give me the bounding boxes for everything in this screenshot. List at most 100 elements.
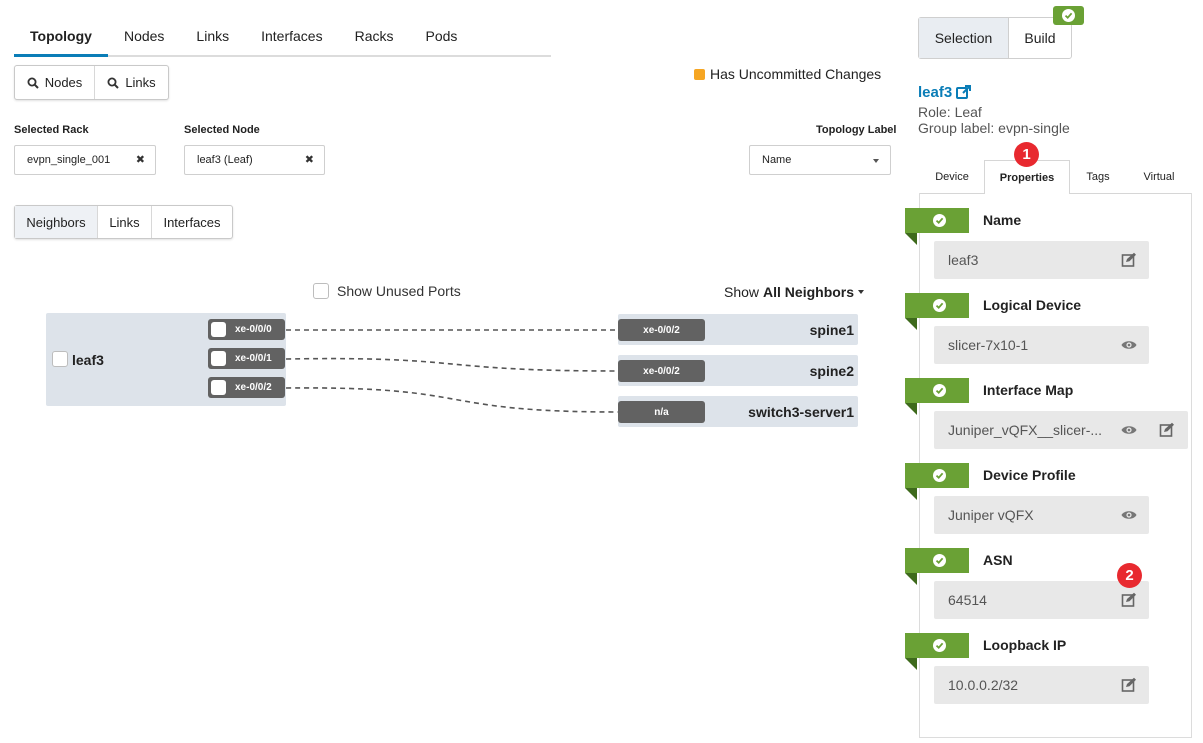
edit-icon[interactable] (1121, 252, 1137, 268)
clear-rack-icon[interactable]: ✖ (135, 154, 145, 166)
port-checkbox[interactable] (211, 351, 226, 366)
property-status-tag (905, 208, 969, 245)
device-role: Role: Leaf (918, 104, 982, 120)
neighbor-port[interactable]: xe-0/0/2 (618, 360, 705, 382)
build-status-badge (1053, 6, 1084, 25)
show-unused-ports-checkbox[interactable] (313, 283, 329, 299)
neighbor-row[interactable]: n/a switch3-server1 (618, 396, 858, 427)
property-value: Juniper_vQFX__slicer-... (934, 411, 1188, 449)
port-label: xe-0/0/0 (235, 324, 272, 335)
neighbor-row[interactable]: xe-0/0/2 spine2 (618, 355, 858, 386)
property-label: Logical Device (983, 297, 1082, 313)
property-label: Loopback IP (983, 637, 1067, 653)
port-label: xe-0/0/2 (235, 382, 272, 393)
tab-tags[interactable]: Tags (1070, 160, 1126, 194)
tab-nodes[interactable]: Nodes (123, 28, 165, 44)
uncommitted-square-icon (694, 68, 705, 80)
external-link-icon[interactable] (956, 85, 972, 100)
property-status-tag (905, 378, 969, 415)
top-tab-bar: Topology Nodes Links Interfaces Racks Po… (14, 18, 551, 57)
show-unused-ports-label: Show Unused Ports (337, 283, 461, 299)
topology-label-select[interactable]: Name (749, 145, 891, 175)
property-value: leaf3 (934, 241, 1149, 279)
tab-virtual[interactable]: Virtual (1126, 160, 1192, 194)
eye-icon[interactable] (1121, 424, 1137, 436)
edit-icon[interactable] (1121, 592, 1137, 608)
tab-links[interactable]: Links (196, 28, 230, 44)
callout-badge: 2 (1117, 563, 1142, 588)
node-name: leaf3 (72, 352, 104, 368)
node-port[interactable]: xe-0/0/1 (208, 348, 285, 369)
search-button-group: Nodes Links (14, 65, 169, 100)
check-icon (933, 469, 946, 482)
property-value-text: Juniper_vQFX__slicer-... (948, 422, 1103, 438)
eye-icon[interactable] (1121, 509, 1137, 521)
view-neighbors-button[interactable]: Neighbors (15, 206, 98, 238)
neighbor-port[interactable]: xe-0/0/2 (618, 319, 705, 341)
property-value-text: 10.0.0.2/32 (948, 677, 1019, 693)
property-label: Name (983, 212, 1022, 228)
tab-interfaces[interactable]: Interfaces (261, 28, 323, 44)
selected-rack-label: Selected Rack (14, 124, 89, 136)
property-value: 64514 (934, 581, 1149, 619)
device-name: leaf3 (918, 84, 953, 101)
search-nodes-label: Nodes (44, 75, 83, 90)
property-value: 10.0.0.2/32 (934, 666, 1149, 704)
tab-device[interactable]: Device (920, 160, 984, 194)
topology-label-value: Name (762, 154, 792, 166)
show-neighbors-dropdown[interactable]: Show All Neighbors (724, 284, 865, 300)
uncommitted-label: Has Uncommitted Changes (710, 66, 882, 82)
edit-icon[interactable] (1159, 422, 1175, 438)
property-label: Interface Map (983, 382, 1074, 398)
node-port[interactable]: xe-0/0/0 (208, 319, 285, 340)
link-line (285, 357, 619, 372)
node-checkbox[interactable] (52, 351, 68, 367)
show-unused-ports-toggle[interactable]: Show Unused Ports (313, 283, 461, 299)
device-name-link[interactable]: leaf3 (918, 84, 972, 101)
property-value: Juniper vQFX (934, 496, 1149, 534)
check-icon (933, 299, 946, 312)
chevron-down-icon (858, 290, 865, 294)
selected-node-select[interactable]: leaf3 (Leaf) ✖ (184, 145, 325, 175)
build-button[interactable]: Build (1024, 30, 1056, 46)
tab-racks[interactable]: Racks (354, 28, 394, 44)
property-status-tag (905, 463, 969, 500)
neighbor-name: switch3-server1 (748, 404, 854, 420)
search-icon (27, 77, 39, 89)
selected-node-value: leaf3 (Leaf) (197, 154, 253, 166)
show-neighbors-value: All Neighbors (763, 284, 855, 300)
show-neighbors-prefix: Show (724, 284, 760, 300)
port-checkbox[interactable] (211, 322, 226, 337)
search-links-button[interactable]: Links (95, 66, 168, 99)
neighbor-row[interactable]: xe-0/0/2 spine1 (618, 314, 858, 345)
port-checkbox[interactable] (211, 380, 226, 395)
search-links-label: Links (125, 75, 156, 90)
property-status-tag (905, 293, 969, 330)
view-interfaces-button[interactable]: Interfaces (163, 214, 221, 230)
check-icon (933, 554, 946, 567)
eye-icon[interactable] (1121, 339, 1137, 351)
property-label: Device Profile (983, 467, 1076, 483)
neighbor-port[interactable]: n/a (618, 401, 705, 423)
topology-label-label: Topology Label (816, 124, 897, 136)
check-icon (933, 214, 946, 227)
selection-button[interactable]: Selection (919, 18, 1009, 58)
property-status-tag (905, 548, 969, 585)
edit-icon[interactable] (1121, 677, 1137, 693)
device-tab-bar: Device Properties Tags Virtual (920, 160, 1192, 194)
tab-pods[interactable]: Pods (425, 28, 458, 44)
clear-node-icon[interactable]: ✖ (304, 154, 314, 166)
view-button-group: Neighbors Links Interfaces (14, 205, 233, 239)
selected-rack-select[interactable]: evpn_single_001 ✖ (14, 145, 156, 175)
property-value-text: leaf3 (948, 252, 979, 268)
property-value-text: 64514 (948, 592, 987, 608)
node-card[interactable]: leaf3 xe-0/0/0 xe-0/0/1 xe-0/0/2 (46, 313, 286, 406)
view-links-button[interactable]: Links (98, 206, 152, 238)
search-nodes-button[interactable]: Nodes (15, 66, 95, 99)
property-label: ASN (983, 552, 1013, 568)
check-icon (933, 639, 946, 652)
tab-topology[interactable]: Topology (14, 18, 108, 57)
node-port[interactable]: xe-0/0/2 (208, 377, 285, 398)
neighbor-name: spine2 (809, 363, 854, 379)
